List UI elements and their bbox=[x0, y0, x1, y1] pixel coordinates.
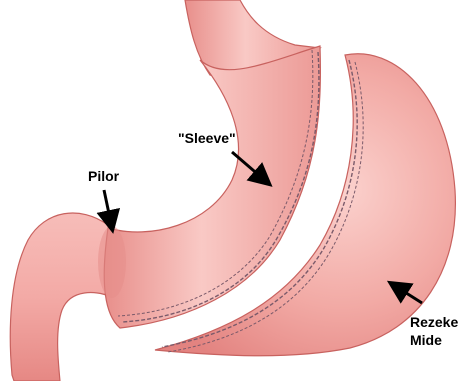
label-resected-line1: Rezeke bbox=[410, 312, 458, 332]
pylorus-arrow bbox=[104, 190, 112, 228]
pylorus bbox=[98, 226, 126, 298]
label-resected-line2: Mide bbox=[410, 330, 442, 350]
label-sleeve: "Sleeve" bbox=[178, 128, 236, 148]
label-pylorus: Pilor bbox=[88, 166, 119, 186]
